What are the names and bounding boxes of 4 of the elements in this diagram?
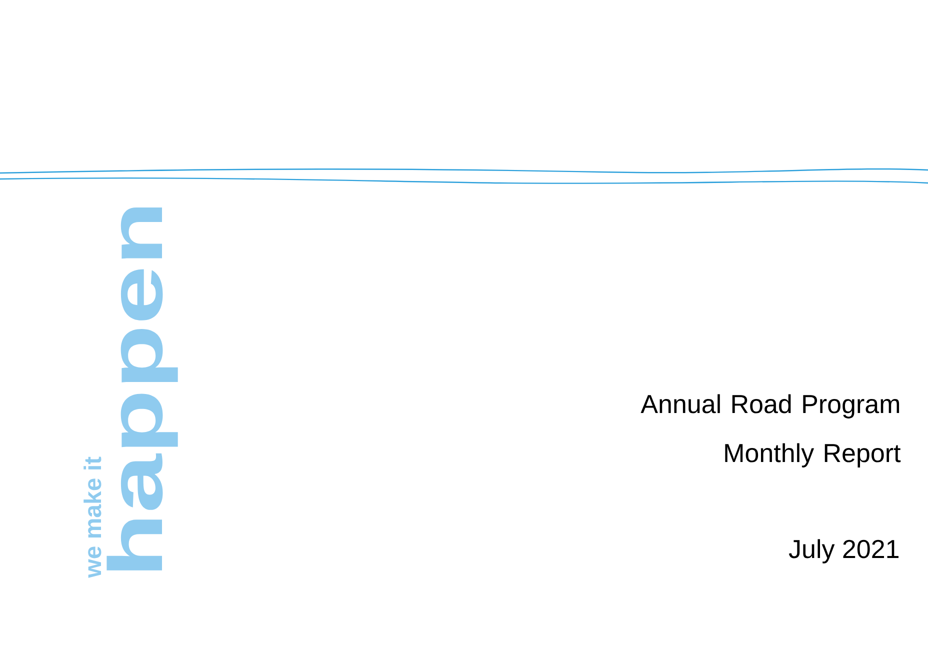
report-title: Annual Road Program Monthly Report: [640, 394, 901, 468]
date-text: July 2021: [788, 539, 898, 564]
slogan-text: we make it: [84, 456, 102, 578]
slogan-text: happen: [106, 207, 178, 570]
